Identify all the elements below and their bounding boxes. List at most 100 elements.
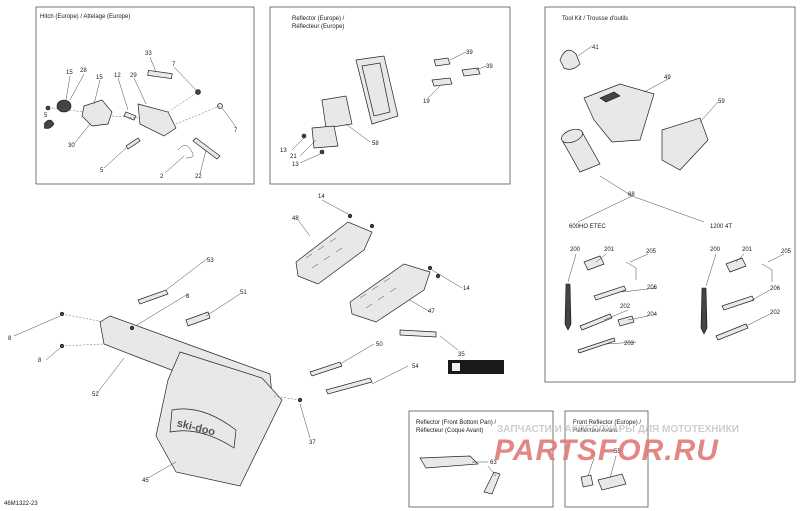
- label-8c: 8: [38, 358, 42, 364]
- tool-wrench-202: [579, 313, 613, 331]
- hitch-block-30: [81, 99, 113, 127]
- reflector-panel: Reflector (Europe) / Réflecteur (Europe)…: [269, 6, 511, 185]
- hitch-washer-7: [217, 103, 223, 109]
- label-7b: 7: [234, 128, 238, 134]
- label-39b: 39: [486, 64, 493, 70]
- footrest-leaders: [297, 199, 463, 313]
- toolkit-variant-right: 1200 4T: [710, 224, 732, 230]
- label-2: 2: [160, 174, 164, 180]
- label-47: 47: [428, 309, 435, 315]
- label-202b: 202: [770, 310, 781, 316]
- hitch-bolt-15: [45, 105, 51, 111]
- front-bottom-panel-border: [408, 410, 554, 508]
- screw-14b: [369, 223, 375, 229]
- label-206b: 206: [770, 286, 781, 292]
- tool-socket-201b: [725, 257, 747, 273]
- tool-hexkey-205: [625, 261, 637, 280]
- toolkit-right-leaders: [705, 253, 785, 327]
- label-22: 22: [195, 174, 202, 180]
- label-48: 48: [292, 216, 299, 222]
- label-19: 19: [423, 99, 430, 105]
- label-205: 205: [646, 249, 657, 255]
- label-5: 5: [100, 168, 104, 174]
- label-13: 13: [280, 148, 287, 154]
- front-panel-border: [564, 410, 649, 508]
- reflector-plate-58-inner: [361, 62, 391, 117]
- label-51: 51: [240, 290, 247, 296]
- label-15b: 15: [96, 75, 103, 81]
- label-50: 50: [376, 342, 383, 348]
- label-15: 15: [66, 70, 73, 76]
- reflector-panel-title-1: Reflector (Europe) /: [292, 16, 345, 22]
- tool-wrench-206: [593, 285, 627, 301]
- strip-50: [309, 361, 343, 377]
- front-leaders: [587, 455, 617, 479]
- strip-35: [399, 329, 437, 338]
- hitch-assembly-lines: [51, 91, 221, 125]
- screw-14d: [435, 273, 441, 279]
- reflector-21: [311, 125, 339, 149]
- front-bottom-panel: Reflector (Front Bottom Pan) / Réflecteu…: [408, 410, 554, 508]
- toolkit-panel: Tool Kit / Trousse d'outils 41 49 59 68 …: [544, 6, 796, 383]
- tool-203: [577, 337, 616, 354]
- label-9: 9: [592, 452, 596, 458]
- reflector-panel-title-2: Réflecteur (Europe): [292, 24, 344, 30]
- decal-label: [448, 360, 504, 374]
- footrest-48-holes: [305, 237, 343, 269]
- tool-wrench-202b: [715, 323, 749, 341]
- label-21: 21: [290, 154, 297, 160]
- label-206: 206: [647, 285, 658, 291]
- label-54: 54: [412, 364, 419, 370]
- label-201: 201: [604, 247, 615, 253]
- label-203: 203: [624, 341, 635, 347]
- screw-14: [347, 213, 353, 219]
- watermark-tagline: ЗАПЧАСТИ И АКСЕССУАРЫ ДЛЯ МОТОТЕХНИКИ: [497, 424, 739, 435]
- toolkit-bag-49: [583, 83, 655, 143]
- hitch-pin-5: [125, 137, 141, 150]
- hitch-clip: [43, 119, 55, 129]
- toolkit-clip-41: [559, 49, 581, 70]
- toolkit-variant-left: 600HO ETEC: [569, 224, 606, 230]
- hitch-leader-lines: [65, 56, 237, 175]
- front-bottom-title-2: Réflecteur (Coque Avant): [416, 428, 483, 434]
- label-13b: 13: [292, 162, 299, 168]
- footrest-47-holes: [359, 277, 397, 309]
- label-49: 49: [664, 75, 671, 81]
- screw-8c: [129, 325, 135, 331]
- strip-51: [185, 311, 211, 327]
- hitch-strip-33: [147, 69, 173, 80]
- tool-screwdriver-200b: [700, 287, 708, 335]
- hitch-rod-22: [192, 137, 221, 160]
- watermark-logo: PARTSFOR.RU: [494, 434, 719, 467]
- flap-assembly-lines: [61, 313, 301, 401]
- screw-14c: [427, 265, 433, 271]
- tool-wrench-206b: [721, 295, 755, 311]
- label-202: 202: [620, 304, 631, 310]
- tool-screwdriver-200: [564, 283, 572, 331]
- front-clip-9: [580, 474, 594, 488]
- front-reflector-55: [597, 473, 627, 491]
- footrest-47: [349, 263, 431, 323]
- diagram-code: 46M1322-23: [4, 501, 38, 507]
- reflector-pad-39a: [433, 57, 451, 67]
- front-title-2: Réflecteur Avant: [573, 428, 617, 434]
- toolkit-bag-strap: [599, 91, 621, 103]
- label-35: 35: [458, 352, 465, 358]
- label-200b: 200: [710, 247, 721, 253]
- reflector-panel-border: [269, 6, 511, 185]
- label-8: 8: [186, 294, 190, 300]
- label-14b: 14: [463, 286, 470, 292]
- flap-leaders: [13, 315, 311, 479]
- label-12: 12: [114, 73, 121, 79]
- label-39: 39: [466, 50, 473, 56]
- label-7: 7: [172, 62, 176, 68]
- footrest-48: [295, 221, 373, 285]
- label-30: 30: [68, 143, 75, 149]
- label-63: 63: [490, 460, 497, 466]
- hitch-bracket-29: [137, 103, 177, 137]
- strip-53: [137, 289, 169, 305]
- reflector-pad-19: [431, 77, 453, 87]
- label-55: 55: [614, 449, 621, 455]
- hitch-pin-12: [123, 111, 137, 121]
